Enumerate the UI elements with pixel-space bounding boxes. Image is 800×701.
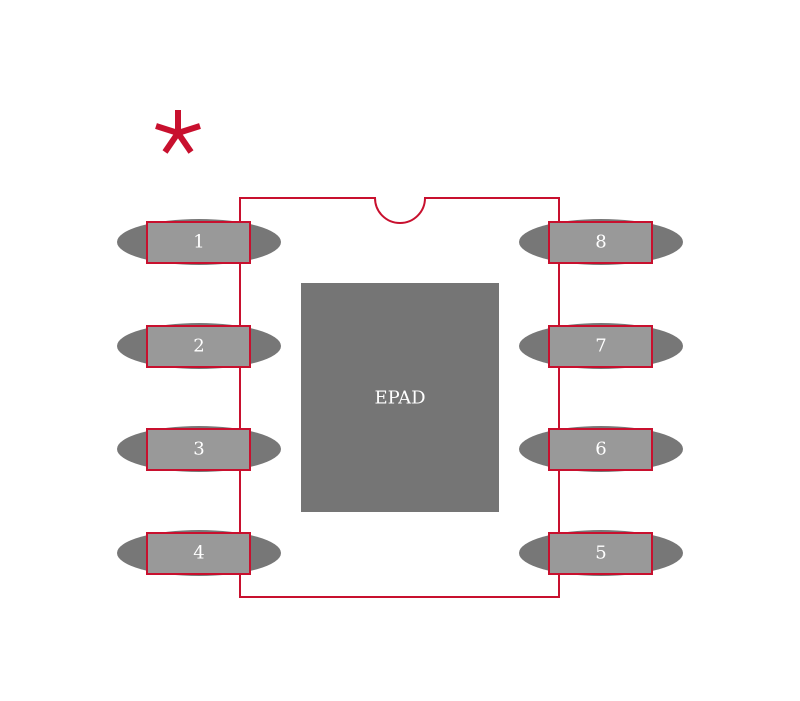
epad <box>301 283 499 512</box>
pad-label-8: 8 <box>595 232 606 253</box>
pad-label-1: 1 <box>193 232 204 253</box>
pad-3: 3 <box>117 426 281 472</box>
package-outline <box>239 197 560 598</box>
pad-6: 6 <box>519 426 683 472</box>
pad-1: 1 <box>117 219 281 265</box>
asterisk-icon <box>155 110 201 154</box>
pad-label-2: 2 <box>193 336 204 357</box>
pad-label-5: 5 <box>595 543 606 564</box>
pad-4: 4 <box>117 530 281 576</box>
pad-label-6: 6 <box>595 439 606 460</box>
pad-label-7: 7 <box>595 336 606 357</box>
pad-5: 5 <box>519 530 683 576</box>
pad-label-3: 3 <box>193 439 204 460</box>
pad-7: 7 <box>519 323 683 369</box>
pad-2: 2 <box>117 323 281 369</box>
pad-label-4: 4 <box>193 543 204 564</box>
epad-label: EPAD <box>374 388 425 409</box>
pad-8: 8 <box>519 219 683 265</box>
